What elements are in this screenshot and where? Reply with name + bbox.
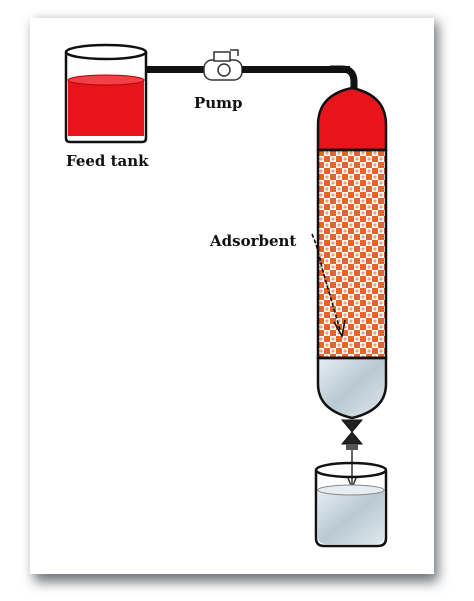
tube-pump-to-column <box>242 66 350 73</box>
beaker-liquid-surface <box>317 484 385 496</box>
feed-tank-rim <box>64 43 148 61</box>
feed-tank <box>64 43 148 144</box>
feed-tank-wall <box>64 52 148 144</box>
adsorbent-bed <box>316 148 388 360</box>
adsorption-column <box>316 86 388 420</box>
tube-tank-to-pump <box>146 66 206 73</box>
feed-tank-label: Feed tank <box>66 152 149 170</box>
pump-label: Pump <box>194 94 243 112</box>
column-top-liquid <box>316 86 388 152</box>
collected-liquid <box>318 490 384 544</box>
tube-elbow <box>330 65 358 92</box>
feed-tank-liquid-surface <box>67 74 145 86</box>
feed-tank-liquid <box>68 80 144 136</box>
beaker-wall <box>314 470 388 548</box>
adsorbent-arrow <box>311 233 346 339</box>
column-bottom-chamber <box>316 356 388 420</box>
collection-beaker <box>314 461 388 548</box>
adsorbent-label: Adsorbent <box>210 232 297 250</box>
beaker-rim <box>314 461 388 479</box>
